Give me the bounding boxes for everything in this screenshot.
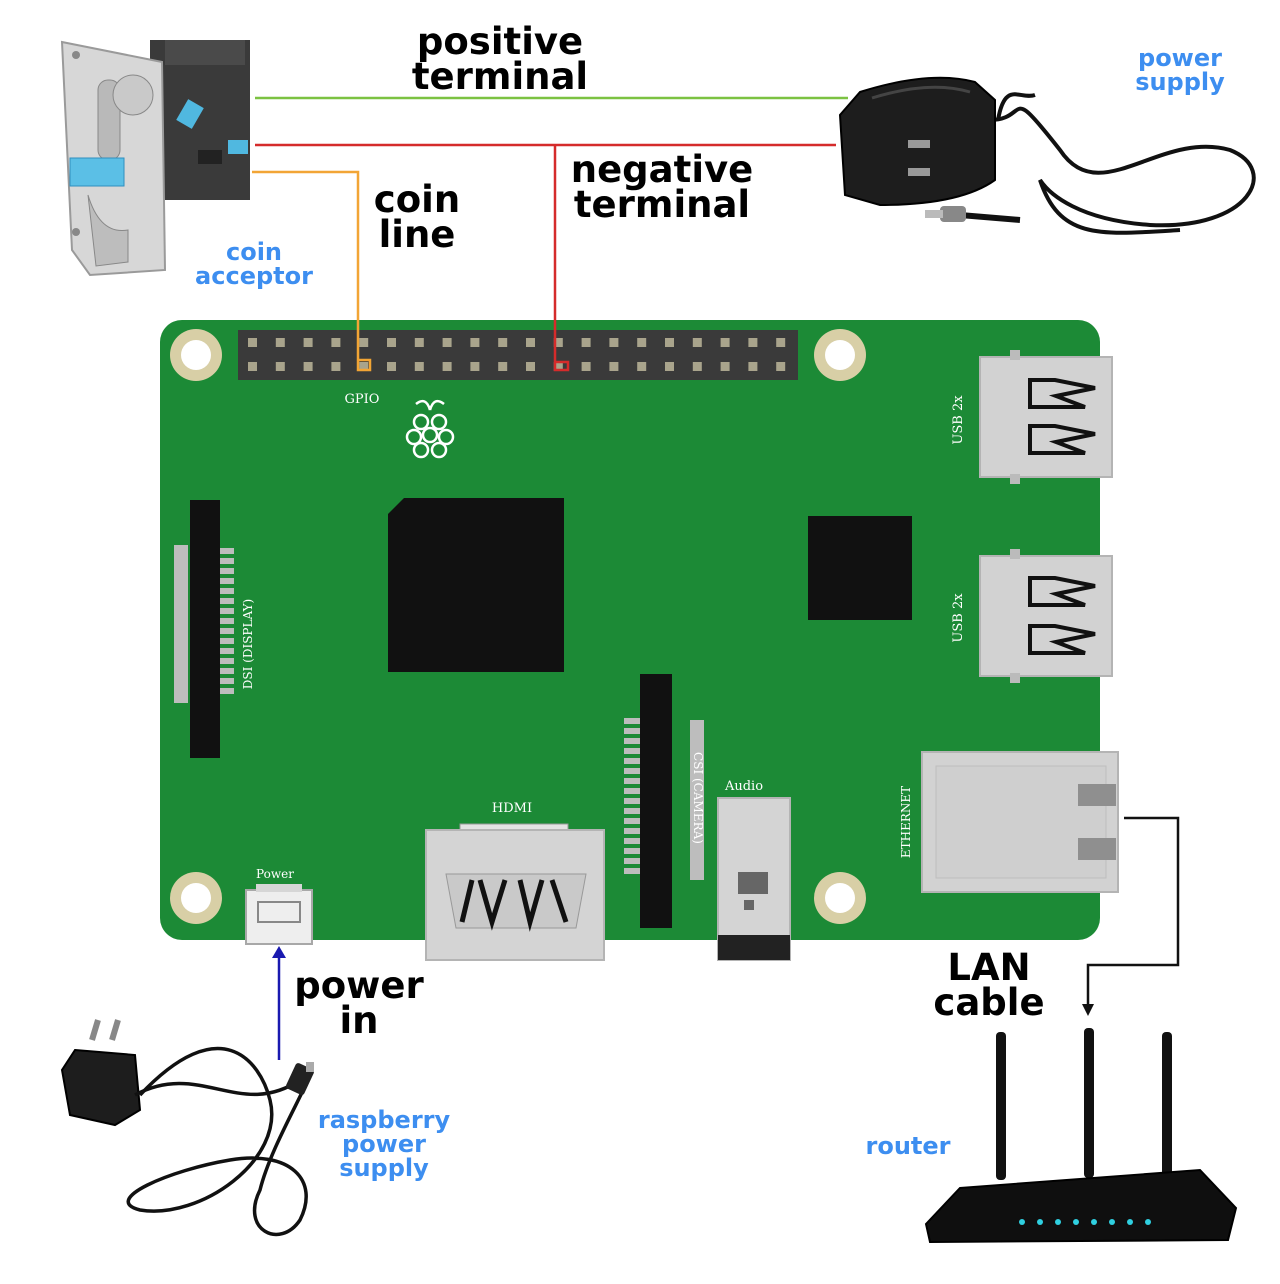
- coin-wire: [252, 170, 372, 372]
- audio-jack: [717, 797, 791, 961]
- dsi-connector: [174, 500, 234, 758]
- raspberry-logo: [405, 399, 455, 459]
- wires: [252, 96, 1180, 1060]
- power-supply-line-1: power: [1138, 44, 1222, 72]
- raspberry-pi-board: GPIO HDMI Audio Power USB 2x USB 2x ETHE…: [160, 320, 1119, 961]
- power-supply-image: [838, 76, 1256, 235]
- gpio-header: [238, 330, 798, 380]
- power-in-line-2: in: [339, 999, 379, 1043]
- dsi-label: DSI (DISPLAY): [241, 599, 255, 690]
- lan-cable-line-1: LAN: [947, 946, 1031, 989]
- lan-chip: [808, 516, 912, 620]
- power-in-label: power in: [284, 964, 434, 1043]
- coin-line-line-2: line: [378, 213, 456, 257]
- hdmi-port: [425, 823, 605, 961]
- coin-acceptor-image: [60, 40, 250, 277]
- raspberry-power-supply-line-2: power: [342, 1130, 426, 1158]
- router-label: router: [865, 1132, 951, 1160]
- router-image: [924, 1028, 1238, 1244]
- coin-acceptor-line-2: acceptor: [195, 262, 313, 290]
- negative-terminal-label: negative terminal: [556, 148, 768, 227]
- power-connector: [245, 884, 313, 945]
- usb-port-bottom: [979, 549, 1113, 683]
- coin-acceptor-line-1: coin: [225, 238, 283, 266]
- gpio-label: GPIO: [345, 392, 380, 407]
- usb-port-top: [979, 350, 1113, 484]
- csi-label: CSI (CAMERA): [691, 752, 705, 844]
- negative-terminal-line-1: negative: [570, 148, 754, 191]
- coin-line-label: coin line: [356, 178, 478, 257]
- raspberry-power-supply-label: raspberry power supply: [300, 1108, 468, 1180]
- power-in-line-1: power: [294, 964, 424, 1007]
- raspberry-power-supply-line-3: supply: [339, 1154, 429, 1182]
- usb-bottom-label: USB 2x: [951, 593, 966, 643]
- lan-cable-line-2: cable: [933, 981, 1045, 1025]
- negative-terminal-line-2: terminal: [573, 183, 751, 227]
- raspberry-power-supply-image: [60, 1019, 314, 1237]
- power-board-label: Power: [256, 867, 294, 881]
- mounting-holes: [170, 329, 866, 924]
- positive-terminal-line-1: positive: [416, 20, 584, 63]
- audio-label: Audio: [724, 779, 763, 794]
- hdmi-label: HDMI: [492, 801, 532, 816]
- ethernet-port: [921, 751, 1119, 893]
- lan-cable-label: LAN cable: [920, 946, 1058, 1025]
- coin-acceptor-label: coin acceptor: [176, 240, 332, 288]
- coin-line-line-1: coin: [373, 178, 461, 221]
- positive-terminal-label: positive terminal: [400, 20, 600, 99]
- positive-terminal-line-2: terminal: [411, 55, 589, 99]
- power-supply-line-2: supply: [1135, 68, 1225, 96]
- power-supply-label: power supply: [1120, 46, 1240, 94]
- board-pcb: [160, 320, 1100, 940]
- ethernet-label: ETHERNET: [899, 786, 913, 858]
- soc-chip: [388, 498, 564, 672]
- raspberry-power-supply-line-1: raspberry: [317, 1106, 451, 1134]
- lan-cable-wire: [1086, 816, 1180, 1008]
- usb-top-label: USB 2x: [951, 395, 966, 445]
- csi-connector: [624, 674, 704, 928]
